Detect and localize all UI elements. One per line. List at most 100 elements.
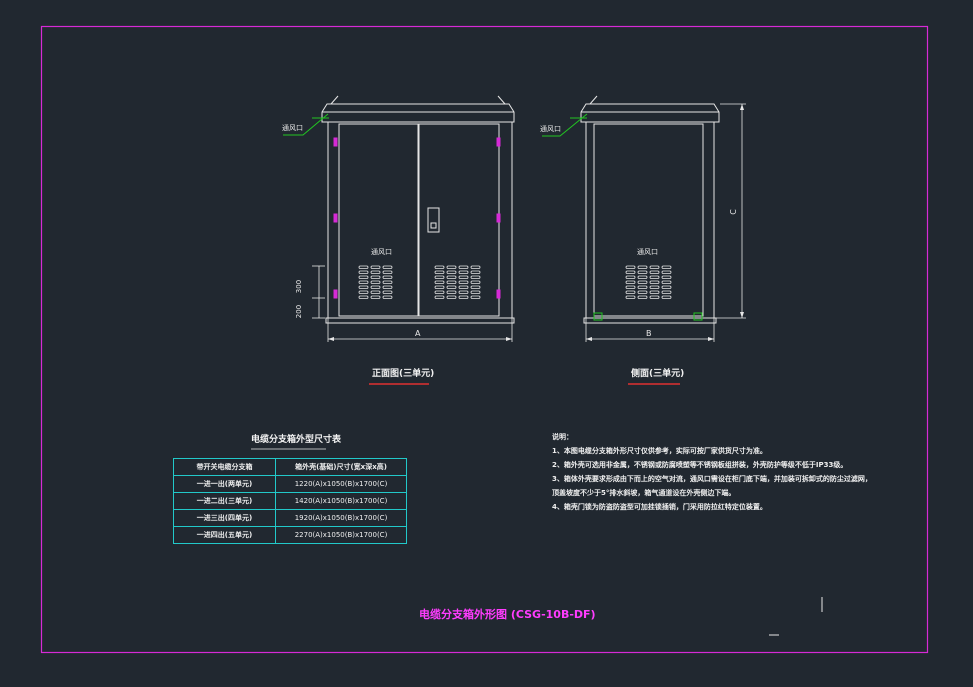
front-louver-right	[458, 285, 469, 289]
front-louver-right	[458, 280, 469, 284]
side-louver	[649, 265, 660, 269]
side-louver	[625, 270, 636, 274]
side-louver	[625, 265, 636, 269]
table-cell: 1420(A)x1050(B)x1700(C)	[275, 492, 407, 510]
side-louver	[625, 275, 636, 279]
side-louver	[661, 285, 672, 289]
front-louver-right	[446, 280, 457, 284]
side-louver	[625, 290, 636, 294]
side-panel	[593, 123, 704, 317]
front-louver-right	[470, 280, 481, 284]
side-louver	[649, 285, 660, 289]
side-louver	[661, 280, 672, 284]
front-louver-right	[470, 295, 481, 299]
front-louver-left	[382, 290, 393, 294]
side-louver	[637, 275, 648, 279]
note-line: 1、本图电缆分支箱外形尺寸仅供参考，实际可按厂家供货尺寸为准。	[552, 447, 767, 455]
front-vent-mid-label: 通风口	[371, 248, 392, 256]
table-cell: 一进三出(四单元)	[173, 509, 276, 527]
front-louver-left	[382, 280, 393, 284]
front-louver-right	[446, 275, 457, 279]
side-louver	[625, 285, 636, 289]
front-louver-left	[358, 265, 369, 269]
note-line: 2、箱外壳可选用非金属，不锈钢或防腐喷塑等不锈钢板组拼装，外壳防护等级不低于IP…	[552, 461, 848, 469]
front-louver-left	[382, 270, 393, 274]
side-foot-bolt	[693, 312, 703, 321]
side-roof-hook	[589, 95, 598, 105]
front-louver-right	[434, 275, 445, 279]
table-header-cell: 带开关电缆分支箱	[173, 458, 276, 476]
front-louver-left	[382, 275, 393, 279]
side-body	[585, 121, 715, 319]
front-louver-left	[370, 280, 381, 284]
side-foot-bolt	[593, 312, 603, 321]
side-view-caption: 侧面(三单元)	[631, 369, 685, 379]
front-louver-right	[434, 285, 445, 289]
note-line: 顶盖坡度不少于5°排水斜坡，箱气通道设在外壳侧边下端。	[552, 489, 736, 497]
front-vent-leader	[283, 113, 329, 136]
side-plinth	[583, 317, 717, 324]
side-louver	[637, 295, 648, 299]
front-plinth	[325, 317, 515, 324]
side-louver	[637, 285, 648, 289]
front-hinge	[333, 137, 338, 147]
front-dim-300: 300	[295, 279, 304, 294]
sheet-border	[40, 25, 929, 654]
front-louver-left	[370, 285, 381, 289]
side-louver	[649, 275, 660, 279]
front-louver-left	[382, 285, 393, 289]
side-dim-b: B	[646, 329, 652, 338]
note-line: 4、箱壳门锁为防盗防盗型可加挂锁插销，门采用防拉红特定位装置。	[552, 503, 767, 511]
front-roof	[321, 103, 515, 123]
dimension-table: 带开关电缆分支箱 箱外壳(基础)尺寸(宽x深x高) 一进一出(两单元) 1220…	[173, 458, 407, 544]
side-louver	[625, 280, 636, 284]
front-louver-left	[358, 290, 369, 294]
side-louver	[661, 295, 672, 299]
front-hinge	[496, 213, 501, 223]
front-dim-arrow	[506, 337, 512, 341]
front-door-handle	[427, 207, 440, 233]
front-hinge	[333, 289, 338, 299]
front-louver-right	[470, 275, 481, 279]
front-louver-right	[458, 265, 469, 269]
front-louver-left	[370, 270, 381, 274]
front-louver-right	[470, 290, 481, 294]
note-line: 3、箱体外壳要求形成由下而上的空气对流，通风口需设在柜门底下端，并加装可拆卸式的…	[552, 475, 872, 483]
table-cell: 一进一出(两单元)	[173, 475, 276, 493]
side-louver	[661, 290, 672, 294]
front-louver-left	[358, 285, 369, 289]
drawing-title: 电缆分支箱外形图 (CSG-10B-DF)	[419, 608, 596, 621]
side-louver	[637, 280, 648, 284]
front-roof-hook	[330, 95, 339, 105]
front-dim-200: 200	[295, 304, 304, 319]
front-louver-right	[434, 295, 445, 299]
front-louver-right	[458, 290, 469, 294]
side-dim-arrow	[708, 337, 714, 341]
front-louver-left	[358, 295, 369, 299]
front-louver-right	[458, 275, 469, 279]
front-louver-right	[458, 270, 469, 274]
side-louver	[661, 270, 672, 274]
table-title: 电缆分支箱外型尺寸表	[251, 435, 342, 445]
front-louver-right	[470, 265, 481, 269]
table-cell: 1920(A)x1050(B)x1700(C)	[275, 509, 407, 527]
table-cell: 一进四出(五单元)	[173, 526, 276, 544]
side-louver	[649, 270, 660, 274]
front-roof-hook	[497, 95, 506, 105]
front-hinge	[496, 289, 501, 299]
side-louver	[637, 270, 648, 274]
front-louver-right	[446, 295, 457, 299]
table-cell: 2270(A)x1050(B)x1700(C)	[275, 526, 407, 544]
side-vent-leader	[542, 113, 588, 137]
side-vent-top-label: 通风口	[540, 125, 561, 133]
table-cell: 一进二出(三单元)	[173, 492, 276, 510]
front-louver-right	[446, 270, 457, 274]
front-louver-right	[458, 295, 469, 299]
table-cell: 1220(A)x1050(B)x1700(C)	[275, 475, 407, 493]
front-dim-a: A	[415, 329, 421, 338]
front-louver-right	[446, 285, 457, 289]
side-louver	[637, 290, 648, 294]
front-door-lock	[430, 222, 437, 229]
side-dim-c: C	[728, 209, 738, 215]
